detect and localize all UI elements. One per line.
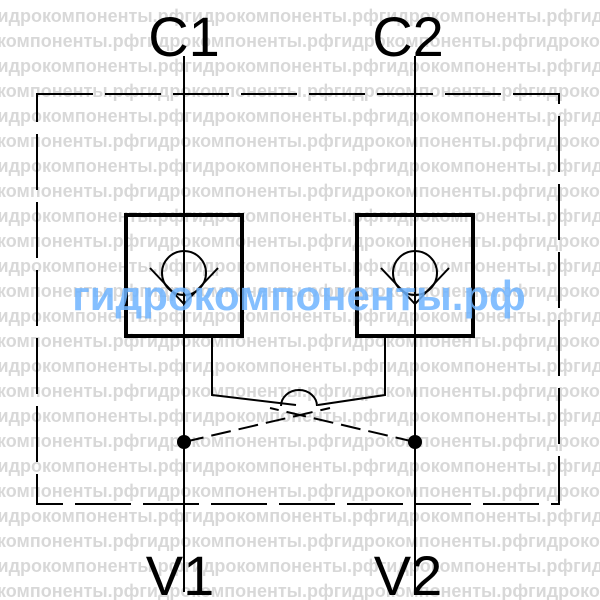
seat-right-a: [380, 267, 416, 305]
pilot-cross-right: [269, 407, 416, 443]
crossover-hump: [280, 389, 318, 407]
seat-right-b: [414, 267, 450, 305]
seat-left-b: [183, 267, 219, 305]
seat-left-a: [149, 267, 185, 305]
ball-left-icon: [161, 250, 207, 296]
pilot-line-right-upper: [317, 336, 386, 406]
check-valve-right: [355, 213, 475, 338]
watermark-row: гидрокомпоненты.рфгидрокомпоненты.рфгидр…: [0, 556, 600, 576]
watermark-row: гидрокомпоненты.рфгидрокомпоненты.рфгидр…: [0, 431, 600, 451]
port-label-c1: C1: [148, 5, 220, 68]
valve-box-right: [355, 213, 475, 338]
watermark-row: гидрокомпоненты.рфгидрокомпоненты.рфгидр…: [0, 506, 600, 526]
valve-box-left: [124, 213, 244, 338]
housing-boundary: [36, 93, 560, 505]
watermark-row: гидрокомпоненты.рфгидрокомпоненты.рфгидр…: [0, 181, 600, 201]
junction-dot-right: [408, 435, 422, 449]
watermark-row: гидрокомпоненты.рфгидрокомпоненты.рфгидр…: [0, 531, 600, 551]
pilot-cross-left: [183, 407, 331, 443]
watermark-row: гидрокомпоненты.рфгидрокомпоненты.рфгидр…: [0, 106, 600, 126]
ball-right-icon: [392, 250, 438, 296]
watermark-row: гидрокомпоненты.рфгидрокомпоненты.рфгидр…: [0, 481, 600, 501]
check-valve-left: [124, 213, 244, 338]
watermark-row: гидрокомпоненты.рфгидрокомпоненты.рфгидр…: [0, 131, 600, 151]
watermark-row: гидрокомпоненты.рфгидрокомпоненты.рфгидр…: [0, 306, 600, 326]
watermark-row: гидрокомпоненты.рфгидрокомпоненты.рфгидр…: [0, 6, 600, 26]
pilot-line-left-upper: [211, 336, 297, 406]
junction-dot-left: [177, 435, 191, 449]
watermark-row: гидрокомпоненты.рфгидрокомпоненты.рфгидр…: [0, 206, 600, 226]
watermark-row: гидрокомпоненты.рфгидрокомпоненты.рфгидр…: [0, 156, 600, 176]
watermark-background: гидрокомпоненты.рфгидрокомпоненты.рфгидр…: [0, 6, 600, 600]
port-label-v2: V2: [374, 544, 443, 600]
port-label-v1: V1: [146, 544, 215, 600]
pilot-lines: [177, 336, 422, 449]
port-label-c2: C2: [372, 5, 444, 68]
watermark-row: гидрокомпоненты.рфгидрокомпоненты.рфгидр…: [0, 231, 600, 251]
watermark-row: гидрокомпоненты.рфгидрокомпоненты.рфгидр…: [0, 256, 600, 276]
watermark-row: гидрокомпоненты.рфгидрокомпоненты.рфгидр…: [0, 81, 600, 101]
watermark-row: гидрокомпоненты.рфгидрокомпоненты.рфгидр…: [0, 281, 600, 301]
watermark-row: гидрокомпоненты.рфгидрокомпоненты.рфгидр…: [0, 331, 600, 351]
watermark-row: гидрокомпоненты.рфгидрокомпоненты.рфгидр…: [0, 56, 600, 76]
watermark-row: гидрокомпоненты.рфгидрокомпоненты.рфгидр…: [0, 31, 600, 51]
watermark-row: гидрокомпоненты.рфгидрокомпоненты.рфгидр…: [0, 456, 600, 476]
watermark-row: гидрокомпоненты.рфгидрокомпоненты.рфгидр…: [0, 356, 600, 376]
watermark-row: гидрокомпоненты.рфгидрокомпоненты.рфгидр…: [0, 581, 600, 600]
watermark-main: гидрокомпоненты.рф: [72, 272, 526, 319]
